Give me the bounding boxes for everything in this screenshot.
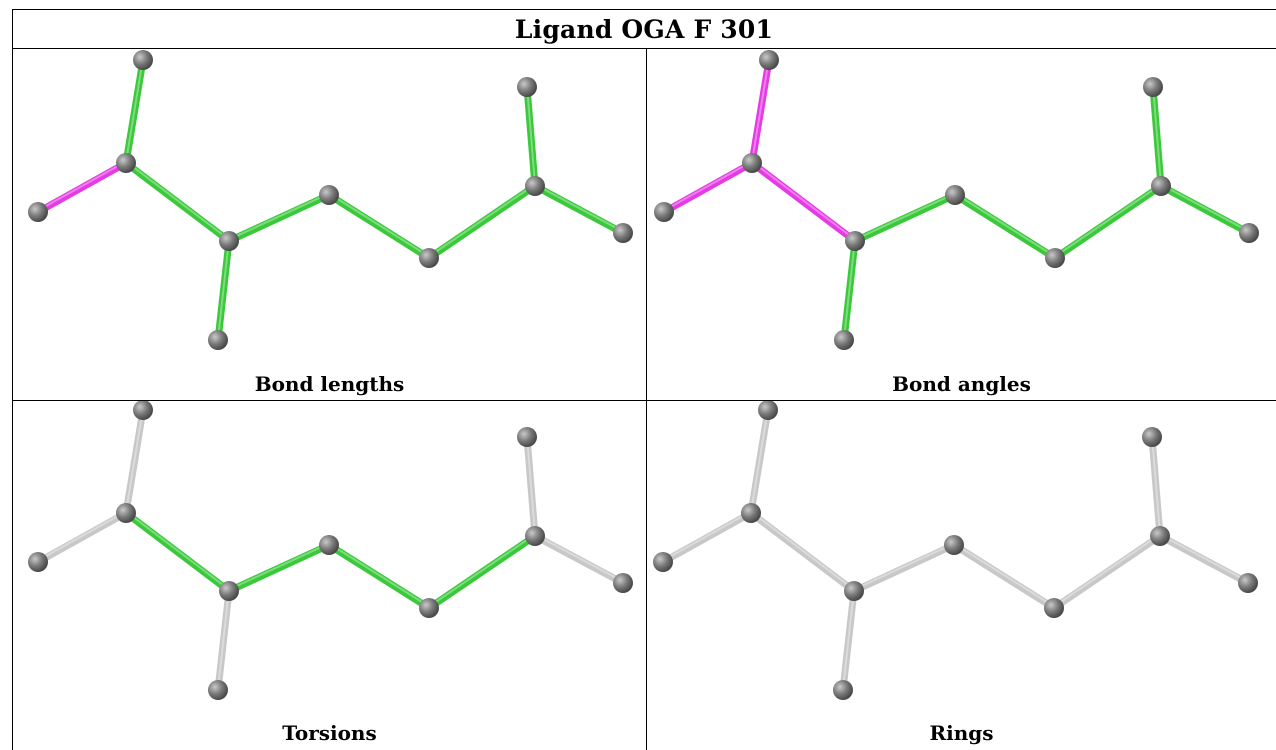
atom-a6 (319, 185, 339, 205)
panel-rings: Rings (647, 401, 1276, 750)
atom-a7 (419, 248, 439, 268)
atom-a10 (613, 573, 633, 593)
atom-a2 (741, 503, 761, 523)
column-divider (646, 49, 647, 750)
bond-a6-a7 (325, 191, 433, 262)
atom-a2 (116, 153, 136, 173)
atom-a5 (208, 330, 228, 350)
bond-a2-a3 (748, 56, 773, 167)
bond-a4-a5 (214, 237, 233, 344)
caption-bond-lengths: Bond lengths (254, 372, 405, 396)
atom-a6 (945, 185, 965, 205)
atom-a6 (944, 535, 964, 555)
atom-a3 (133, 401, 153, 420)
bond-a8-a10 (531, 182, 627, 237)
bond-a4-a6 (225, 191, 333, 245)
atom-a9 (517, 77, 537, 97)
atom-a3 (758, 401, 778, 420)
atom-a5 (834, 330, 854, 350)
bond-a2-a3 (122, 56, 147, 167)
bond-a1-a2 (660, 159, 756, 216)
molecule-rings (653, 401, 1258, 700)
bond-a2-a4 (122, 159, 233, 245)
panel-bond-lengths: Bond lengths (13, 50, 646, 400)
atom-a1 (653, 552, 673, 572)
atom-a8 (525, 176, 545, 196)
atom-a7 (1045, 248, 1065, 268)
panel-bond-angles: Bond angles (647, 50, 1276, 400)
table-left-border (12, 9, 13, 750)
title-divider (12, 48, 1276, 49)
atom-a9 (517, 427, 537, 447)
atom-a5 (208, 680, 228, 700)
bond-a8-a9 (523, 83, 539, 190)
atom-a3 (133, 50, 153, 70)
bond-a8-a10 (1157, 182, 1253, 237)
bond-a1-a2 (34, 159, 130, 216)
atom-a9 (1143, 77, 1163, 97)
atom-a4 (845, 231, 865, 251)
panel-torsions: Torsions (13, 401, 646, 750)
figure-title: Ligand OGA F 301 (514, 14, 774, 44)
molecule-bond-lengths (28, 50, 633, 350)
atom-a8 (1150, 526, 1170, 546)
atom-a1 (28, 552, 48, 572)
bond-a2-a3 (747, 406, 772, 517)
bond-a8-a9 (1149, 83, 1165, 190)
bond-a4-a6 (851, 191, 959, 245)
bond-a2-a3 (122, 406, 147, 517)
bond-a7-a8 (425, 182, 539, 262)
bond-a2-a4 (747, 509, 858, 595)
molecule-bond-angles (654, 50, 1259, 350)
bond-a8-a10 (1156, 532, 1252, 587)
caption-bond-angles: Bond angles (892, 372, 1031, 396)
atom-a6 (319, 535, 339, 555)
bond-a4-a6 (850, 541, 958, 595)
bond-a4-a5 (214, 587, 233, 694)
bond-a8-a10 (531, 532, 627, 587)
caption-rings: Rings (929, 721, 994, 745)
atom-a5 (833, 680, 853, 700)
bond-a6-a7 (951, 191, 1059, 262)
bond-a7-a8 (425, 532, 539, 612)
atom-a1 (654, 202, 674, 222)
bond-a8-a9 (1148, 433, 1164, 540)
atom-a7 (419, 598, 439, 618)
bond-a6-a7 (950, 541, 1058, 612)
bond-a4-a5 (839, 587, 858, 694)
bond-a7-a8 (1051, 182, 1165, 262)
bond-a6-a7 (325, 541, 433, 612)
bond-a2-a4 (748, 159, 859, 245)
atom-a10 (1239, 223, 1259, 243)
bond-a8-a9 (523, 433, 539, 540)
atom-a7 (1044, 598, 1064, 618)
atom-a1 (28, 202, 48, 222)
atom-a4 (219, 581, 239, 601)
bond-a7-a8 (1050, 532, 1164, 612)
atom-a10 (613, 223, 633, 243)
bond-a4-a6 (225, 541, 333, 595)
atom-a8 (525, 526, 545, 546)
atom-a10 (1238, 573, 1258, 593)
bond-a2-a4 (122, 509, 233, 595)
row-divider (12, 400, 1276, 401)
caption-torsions: Torsions (282, 721, 377, 745)
bond-a1-a2 (34, 509, 130, 566)
atom-a4 (844, 581, 864, 601)
atom-a8 (1151, 176, 1171, 196)
bond-a1-a2 (659, 509, 755, 566)
atom-a4 (219, 231, 239, 251)
bond-a4-a5 (840, 237, 859, 344)
atom-a2 (742, 153, 762, 173)
atom-a3 (759, 50, 779, 70)
molecule-torsions (28, 401, 633, 700)
table-top-border (12, 9, 1276, 10)
atom-a2 (116, 503, 136, 523)
atom-a9 (1142, 427, 1162, 447)
